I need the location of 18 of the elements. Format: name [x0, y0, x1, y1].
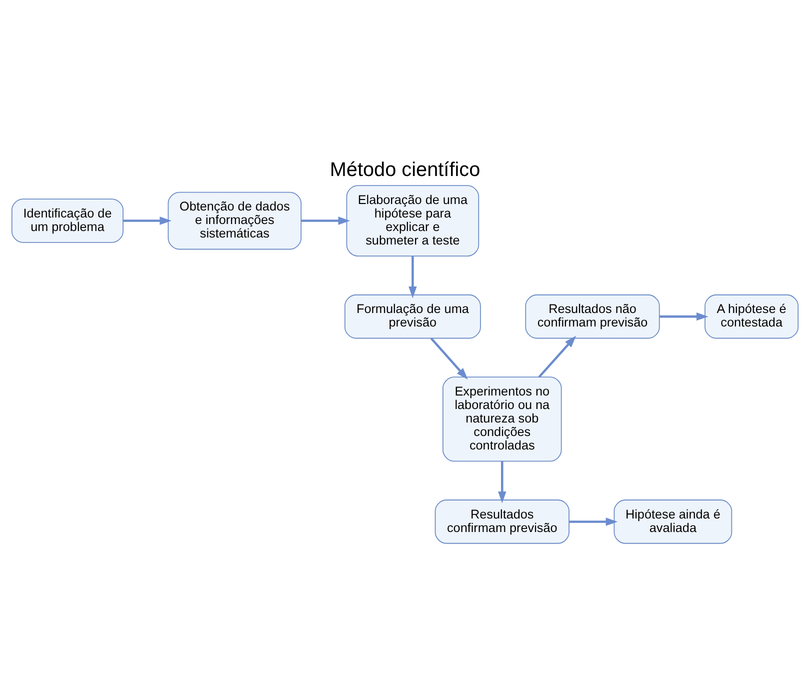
arrow: [538, 335, 576, 378]
arrow: [430, 337, 468, 380]
arrow: [569, 517, 618, 526]
arrow: [660, 312, 708, 320]
arrow: [408, 256, 417, 298]
arrow: [123, 216, 172, 224]
node-box: Elaboração de uma hipótese para explicar e submeter a teste: [346, 184, 480, 256]
node-box: Resultados não confirmam previsão: [525, 294, 660, 338]
node-box: Resultados confirmam previsão: [434, 499, 570, 544]
node-box: Formulação de uma previsão: [344, 294, 481, 338]
node-box: Hipótese ainda é avaliada: [614, 499, 732, 544]
node-box: Obtenção de dados e informações sistemáticas: [168, 191, 302, 250]
node-box: Identificação de um problema: [11, 198, 124, 242]
arrow: [498, 460, 506, 503]
diagram-title: Método científico: [330, 158, 480, 181]
arrow: [301, 216, 350, 224]
node-box: Experimentos no laboratório ou na natureza sob condições controladas: [442, 376, 562, 462]
node-box: A hipótese é contestada: [704, 294, 799, 338]
